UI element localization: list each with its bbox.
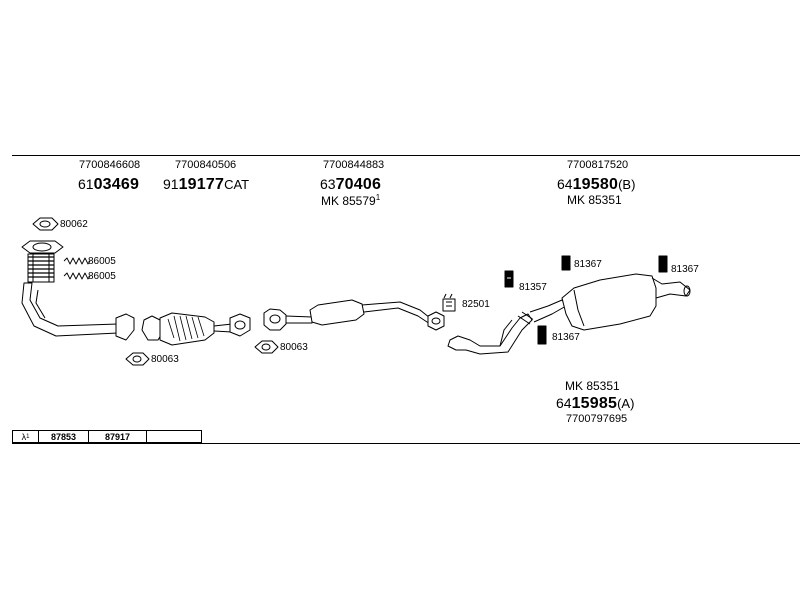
part-label-81367-c: 81367 xyxy=(552,332,580,343)
group2-prefix: 91 xyxy=(163,176,179,192)
bottom-part-number: 6415985(A) xyxy=(556,396,634,412)
bottom-suffix: (A) xyxy=(617,396,635,411)
footer-cell-3 xyxy=(146,430,202,443)
front-pipe-icon xyxy=(21,282,135,341)
group3-prefix: 63 xyxy=(320,176,336,192)
group2-oe-number: 7700840506 xyxy=(175,159,237,171)
group3-mk-text: MK 85579 xyxy=(321,194,376,208)
bottom-prefix: 64 xyxy=(556,395,572,411)
footer-lambda-sup: 1 xyxy=(26,433,30,440)
front-pipe-flange-icon xyxy=(21,240,64,254)
part-label-86005-b: 86005 xyxy=(88,271,116,282)
footer-cell-2: 87917 xyxy=(88,430,146,443)
hanger-81357-icon xyxy=(504,270,514,288)
group3-mk-number: MK 855791 xyxy=(321,193,381,208)
group1-oe-number: 7700846608 xyxy=(79,159,141,171)
part-label-80062: 80062 xyxy=(60,219,88,230)
group3-number: 70406 xyxy=(335,176,382,193)
group4-mk-number: MK 85351 xyxy=(567,193,622,207)
gasket-80063-icon xyxy=(125,352,150,366)
footer-cell-1: 87853 xyxy=(38,430,88,443)
top-border-line xyxy=(12,155,800,156)
part-label-81357: 81357 xyxy=(519,282,547,293)
group3-mk-sup: 1 xyxy=(375,193,381,202)
hanger-81367a-icon xyxy=(561,255,571,271)
part-label-86005-a: 86005 xyxy=(88,256,116,267)
group4-part-number: 6419580(B) xyxy=(557,177,635,193)
bottom-oe-number: 7700797695 xyxy=(566,413,628,425)
group4-suffix: (B) xyxy=(618,177,636,192)
bottom-border-line xyxy=(12,443,800,444)
part-label-81367-a: 81367 xyxy=(574,259,602,270)
clamp-82501-icon xyxy=(442,293,456,312)
group3-part-number: 6370406 xyxy=(320,177,381,193)
group3-oe-number: 7700844883 xyxy=(323,159,385,171)
group4-oe-number: 7700817520 xyxy=(567,159,629,171)
spring-86005-icon xyxy=(63,257,91,280)
part-label-81367-b: 81367 xyxy=(671,264,699,275)
hanger-81367b-icon xyxy=(658,255,668,273)
hanger-81367c-icon xyxy=(537,325,547,345)
group4-prefix: 64 xyxy=(557,176,573,192)
group2-number: 19177 xyxy=(178,176,225,193)
footer-lambda-symbol: λ xyxy=(21,431,27,442)
flex-bellows-icon xyxy=(27,253,55,283)
group1-prefix: 61 xyxy=(78,176,94,192)
gasket-80062-icon xyxy=(32,217,59,231)
part-label-80063: 80063 xyxy=(151,354,179,365)
part-label-82501: 82501 xyxy=(462,299,490,310)
group1-number: 03469 xyxy=(93,176,140,193)
catalytic-converter-icon xyxy=(141,312,251,346)
part-label-80063-b: 80063 xyxy=(280,342,308,353)
group2-part-number: 9119177CAT xyxy=(163,177,249,193)
bottom-mk-number: MK 85351 xyxy=(565,379,620,393)
rear-silencer-icon xyxy=(561,273,691,331)
gasket-80063b-icon xyxy=(254,340,279,354)
group4-number: 19580 xyxy=(572,176,619,193)
middle-silencer-icon xyxy=(263,299,445,331)
group1-part-number: 6103469 xyxy=(78,177,139,193)
group2-suffix: CAT xyxy=(224,177,250,192)
bottom-number: 15985 xyxy=(571,395,618,412)
